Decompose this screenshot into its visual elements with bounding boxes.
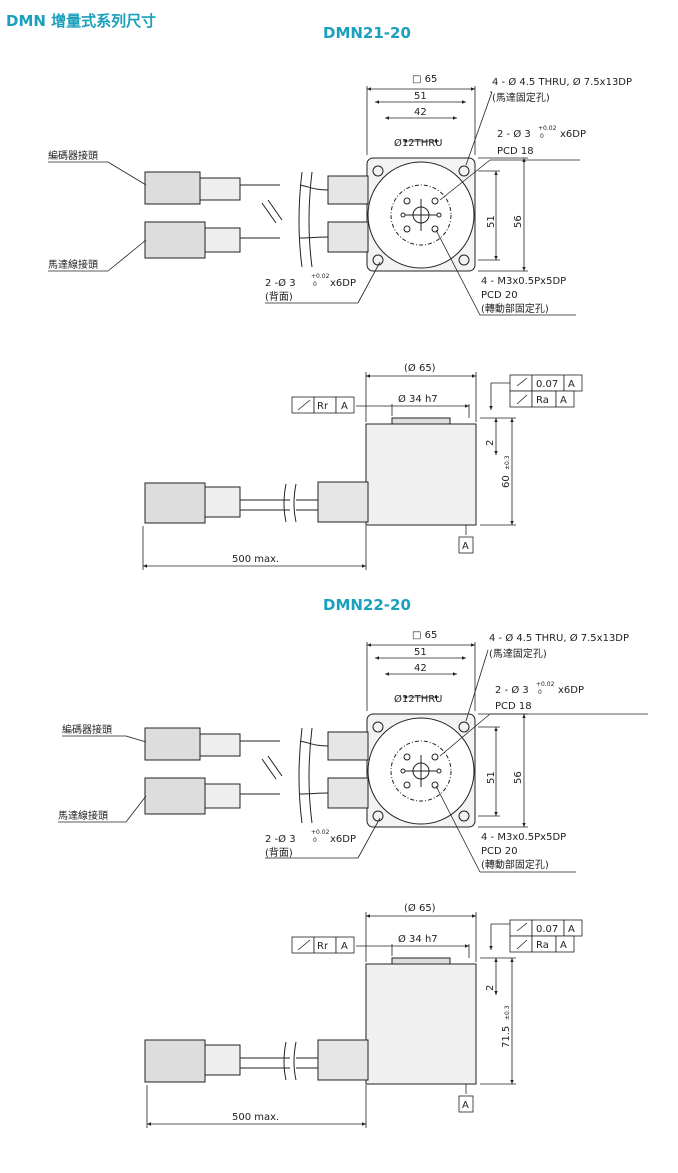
tol-ref-a: A [341, 401, 348, 412]
dim-51-vertical: 51 [486, 215, 497, 228]
model-title-dmn22-20: DMN22-20 [323, 596, 411, 614]
dim-diameter-34: Ø 34 h7 [398, 933, 438, 945]
note-pcd18: PCD 18 [495, 701, 532, 712]
note-back-pin-depth: x6DP [330, 834, 356, 845]
note-pin-tol0: 0 [538, 689, 542, 696]
note-back-pin-tol0: 0 [313, 837, 317, 844]
tol-parallelism: 0.07 [536, 379, 558, 390]
dim-thru: Ø12THRU [394, 137, 443, 149]
note-pcd18: PCD 18 [497, 146, 534, 157]
datum-a: A [462, 1100, 469, 1111]
dim-2: 2 [485, 985, 496, 991]
note-back-pin-depth: x6DP [330, 278, 356, 289]
note-mount-holes: 4 - Ø 4.5 THRU, Ø 7.5x13DP [492, 76, 632, 88]
dim-height: 71.5 [501, 1026, 512, 1048]
note-back: (背面) [265, 290, 293, 303]
note-pcd20: PCD 20 [481, 290, 518, 301]
tol-rr: Rr [317, 401, 329, 412]
dim-56-vertical: 56 [513, 215, 524, 228]
motor-cable-connector [144, 221, 206, 259]
note-back-pin-tol: +0.02 [311, 273, 330, 280]
note-pin-depth: x6DP [558, 685, 584, 696]
dim-51-top: 51 [414, 91, 427, 102]
dim-2: 2 [485, 440, 496, 446]
dim-diameter-65: (Ø 65) [404, 362, 436, 374]
dim-42: 42 [414, 107, 427, 118]
dim-square-65: □ 65 [412, 74, 437, 85]
dim-square-65: □ 65 [412, 630, 437, 641]
note-pin: 2 - Ø 3 [497, 128, 531, 140]
tol-parallelism: 0.07 [536, 924, 558, 935]
pcd-circle [390, 184, 452, 246]
note-mount-holes-cn: (馬達固定孔) [492, 91, 550, 104]
note-mount-holes: 4 - Ø 4.5 THRU, Ø 7.5x13DP [489, 632, 629, 644]
note-rotor-holes: 4 - M3x0.5Px5DP [481, 832, 566, 843]
tol-par-ref: A [568, 379, 575, 390]
dim-cable-length: 500 max. [232, 554, 279, 565]
side-view-dmn22-20: (Ø 65) Ø 34 h7 Rr A 0.07 A Ra A 2 71.5 ±… [144, 902, 583, 1128]
tol-ra: Ra [536, 395, 549, 406]
note-pin-tol0: 0 [540, 133, 544, 140]
tol-rr: Rr [317, 941, 329, 952]
label-motor-cable-connector: 馬達線接頭 [58, 809, 108, 822]
tol-ra-ref: A [560, 940, 567, 951]
dim-height: 60 [501, 475, 512, 488]
dim-51-top: 51 [414, 647, 427, 658]
dim-diameter-65: (Ø 65) [404, 902, 436, 914]
note-back-pin: 2 -Ø 3 [265, 277, 296, 289]
note-back-pin-tol0: 0 [313, 281, 317, 288]
note-rotor-holes-cn: (轉動部固定孔) [481, 858, 549, 871]
encoder-connector [144, 171, 201, 205]
motor-body-side [365, 963, 477, 1085]
note-pin-tol: +0.02 [536, 681, 555, 688]
datum-a: A [462, 541, 469, 552]
note-pcd20: PCD 20 [481, 846, 518, 857]
note-back: (背面) [265, 846, 293, 859]
note-mount-holes-cn: (馬達固定孔) [489, 647, 547, 660]
label-encoder-connector: 編碼器接頭 [48, 149, 98, 162]
note-rotor-holes: 4 - M3x0.5Px5DP [481, 276, 566, 287]
label-encoder-connector: 編碼器接頭 [62, 723, 112, 736]
note-back-pin: 2 -Ø 3 [265, 833, 296, 845]
top-view-dmn22-20: □ 65 51 42 Ø12THRU 4 - Ø 4.5 THRU, Ø 7.5… [58, 630, 648, 873]
dim-height-tol: ±0.3 [504, 1005, 511, 1020]
top-view-dmn21-20: □ 65 51 42 Ø12THRU 4 - Ø 4.5 THRU, Ø 7.5… [48, 74, 632, 316]
note-pin-depth: x6DP [560, 129, 586, 140]
note-pin: 2 - Ø 3 [495, 684, 529, 696]
tol-ref-a: A [341, 941, 348, 952]
tol-ra: Ra [536, 940, 549, 951]
note-rotor-holes-cn: (轉動部固定孔) [481, 302, 549, 315]
dim-thru: Ø12THRU [394, 693, 443, 705]
tol-ra-ref: A [560, 395, 567, 406]
label-motor-cable-connector: 馬達線接頭 [48, 258, 98, 271]
model-title-dmn21-20: DMN21-20 [323, 24, 411, 42]
dim-height-tol: ±0.3 [504, 455, 511, 470]
dim-diameter-34: Ø 34 h7 [398, 393, 438, 405]
side-view-dmn21-20: (Ø 65) Ø 34 h7 Rr A 0.07 A Ra A 2 60 ±0.… [142, 362, 583, 570]
motor-body-side [365, 423, 477, 526]
dim-cable-length: 500 max. [232, 1112, 279, 1123]
note-back-pin-tol: +0.02 [311, 829, 330, 836]
dim-56-vertical: 56 [513, 771, 524, 784]
dim-51-vertical: 51 [486, 771, 497, 784]
page-title: DMN 增量式系列尺寸 [6, 12, 157, 30]
dim-42: 42 [414, 663, 427, 674]
note-pin-tol: +0.02 [538, 125, 557, 132]
tol-par-ref: A [568, 924, 575, 935]
